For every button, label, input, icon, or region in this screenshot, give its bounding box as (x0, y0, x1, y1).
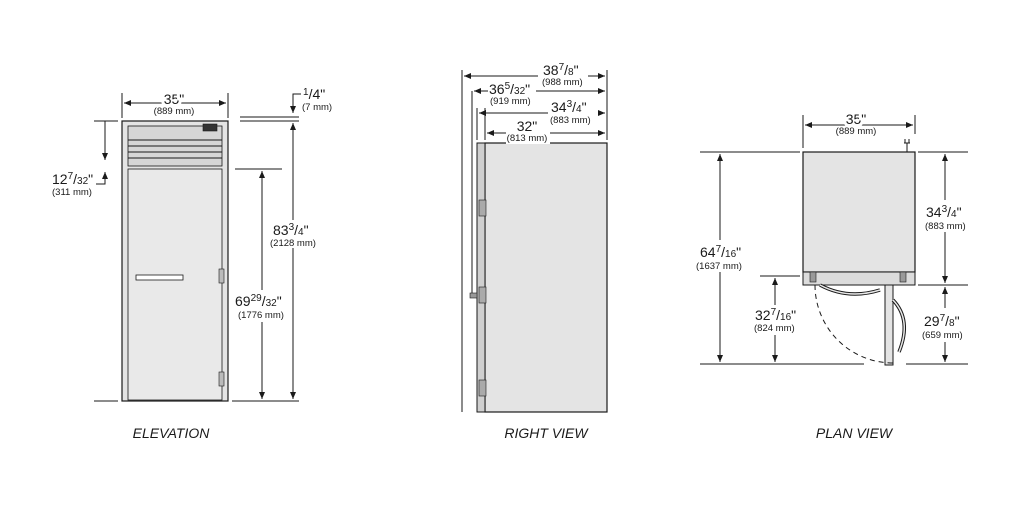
right-cabinet (484, 142, 608, 413)
plan-depth-mm: (883 mm) (925, 221, 966, 232)
gap-mm: (7 mm) (302, 102, 332, 113)
hinge-icon (478, 199, 487, 217)
svg-text:1/4": 1/4" (303, 86, 325, 102)
svg-text:32": 32" (517, 118, 538, 134)
gap-unit: " (320, 86, 325, 102)
svg-text:297/8": 297/8" (924, 313, 960, 329)
svg-text:35": 35" (846, 111, 867, 127)
plug-icon (904, 139, 910, 152)
elevation-width-inches: 35 (164, 91, 180, 107)
plan-open-door (884, 284, 894, 366)
swing-inches: 32 (755, 307, 771, 323)
depth-3-mm: (883 mm) (550, 115, 591, 126)
elevation-height-mm: (2128 mm) (270, 238, 316, 249)
hinge-icon (899, 271, 907, 283)
elevation-door (127, 168, 223, 401)
elevation-view: 35" (889 mm) 1/4" (7 mm) 127/32" (311 mm… (52, 86, 332, 441)
svg-text:343/4": 343/4" (926, 204, 962, 220)
hinge-icon (478, 286, 487, 304)
swing-total-inches: 64 (700, 244, 716, 260)
swing-total-mm: (1637 mm) (696, 261, 742, 272)
plan-width-inches: 35 (846, 111, 862, 127)
svg-text:327/16": 327/16" (755, 307, 796, 323)
top-section-inches: 12 (52, 171, 68, 187)
plan-width-mm: (889 mm) (836, 126, 877, 137)
plan-depth-inches: 34 (926, 204, 942, 220)
right-view-caption: RIGHT VIEW (504, 425, 589, 441)
door-open-mm: (659 mm) (922, 330, 963, 341)
depth-2-inches: 36 (489, 81, 505, 97)
door-height-inches: 69 (235, 293, 251, 309)
plan-cabinet (802, 151, 916, 273)
depth-3-inches: 34 (551, 99, 567, 115)
door-height-mm: (1776 mm) (238, 310, 284, 321)
elevation-width-unit: " (179, 91, 184, 107)
door-swing-arc (814, 284, 894, 364)
elevation-height-inches: 83 (273, 222, 289, 238)
hinge-icon (218, 268, 225, 284)
elevation-width-mm: (889 mm) (154, 106, 195, 117)
plan-view: 35" (889 mm) 647/16" (1637 mm) 327/16" (… (695, 108, 974, 441)
plan-door (802, 271, 916, 286)
svg-text:833/4": 833/4" (273, 222, 309, 238)
overall-depth-mm: (988 mm) (542, 77, 583, 88)
door-open-inches: 29 (924, 313, 940, 329)
hinge-icon (809, 271, 817, 283)
plan-view-caption: PLAN VIEW (816, 425, 894, 441)
gap-numerator: 1 (303, 87, 309, 98)
cabinet-depth-inches: 32 (517, 118, 533, 134)
handle-side-icon (469, 292, 478, 299)
hinge-icon (478, 379, 487, 397)
svg-text:127/32": 127/32" (52, 171, 93, 187)
control-panel-icon (202, 123, 218, 132)
overall-depth-inches: 38 (543, 62, 559, 78)
right-door-edge (476, 142, 486, 413)
top-section-mm: (311 mm) (52, 187, 92, 198)
cabinet-depth-mm: (813 mm) (507, 133, 548, 144)
hinge-icon (218, 371, 225, 387)
svg-text:35": 35" (164, 91, 185, 107)
swing-mm: (824 mm) (754, 323, 795, 334)
gap-denominator: 4 (312, 86, 320, 102)
svg-text:647/16": 647/16" (700, 244, 741, 260)
door-handle-icon (819, 284, 881, 295)
svg-text:365/32": 365/32" (489, 81, 530, 97)
elevation-caption: ELEVATION (133, 425, 211, 441)
door-handle-icon (135, 274, 184, 281)
svg-text:6929/32": 6929/32" (235, 293, 282, 309)
svg-text:387/8": 387/8" (543, 62, 579, 78)
depth-2-mm: (919 mm) (490, 96, 531, 107)
right-view: 387/8" (988 mm) 365/32" (919 mm) 343/4" … (461, 62, 608, 441)
svg-text:343/4": 343/4" (551, 99, 587, 115)
